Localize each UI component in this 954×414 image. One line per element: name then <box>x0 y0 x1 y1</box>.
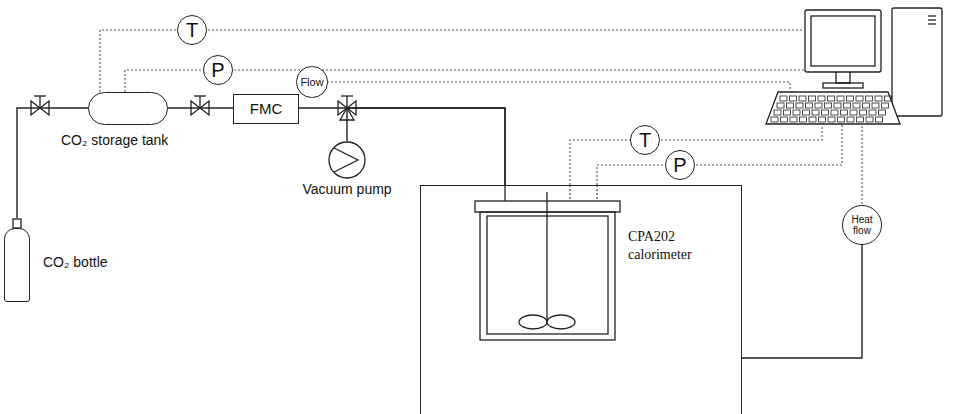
node-label: T <box>186 19 198 41</box>
keyboard-key <box>806 103 813 108</box>
keyboard-key <box>872 103 879 108</box>
keyboard-key <box>819 117 826 122</box>
keyboard-key <box>796 103 803 108</box>
keyboard-key <box>847 117 854 122</box>
signal-line <box>100 30 177 92</box>
keyboard-key <box>774 110 781 115</box>
node-label: Flow <box>300 76 323 88</box>
keyboard-key <box>828 117 835 122</box>
signal-line <box>597 165 665 185</box>
keyboard-key <box>885 96 892 101</box>
gas-pipe <box>742 245 862 358</box>
keyboard-key <box>844 103 851 108</box>
keyboard-key <box>856 96 863 101</box>
keyboard-key <box>790 96 797 101</box>
node-label: T <box>639 129 651 151</box>
sensor-wire <box>596 185 597 201</box>
node-label: Heat flow <box>847 214 877 236</box>
signal-wire <box>208 30 862 204</box>
gas-inlet-pipe <box>504 185 505 201</box>
node-label: P <box>673 154 686 176</box>
keyboard-key <box>777 103 784 108</box>
signal-line <box>570 140 630 185</box>
keyboard-key <box>831 110 838 115</box>
keyboard-key <box>784 110 791 115</box>
sensor-circle: T <box>177 15 207 45</box>
signal-line <box>125 70 203 92</box>
stirrer-blade <box>547 315 575 329</box>
keyboard-key <box>771 117 778 122</box>
keyboard-key <box>809 117 816 122</box>
keyboard-key <box>800 117 807 122</box>
node-label: FMC <box>250 101 283 118</box>
keyboard-key <box>863 103 870 108</box>
keyboard-key <box>875 96 882 101</box>
node-label: CO₂ bottle <box>43 255 108 270</box>
keyboard-key <box>876 117 883 122</box>
flow-controller-box: FMC <box>233 94 299 124</box>
sensor-circle: T <box>630 125 660 155</box>
stirrer-blade <box>519 315 547 329</box>
keyboard-key <box>818 96 825 101</box>
node-label: Vacuum pump <box>302 182 391 197</box>
keyboard-key <box>837 96 844 101</box>
sensor-circle: Heat flow <box>842 205 882 245</box>
sensor-circle: Flow <box>296 66 327 97</box>
gas-pipe <box>168 107 233 108</box>
sensor-circle: P <box>665 150 695 180</box>
keyboard-key <box>803 110 810 115</box>
keyboard-key <box>857 117 864 122</box>
valve-symbol <box>191 96 209 115</box>
keyboard-key <box>815 103 822 108</box>
keyboard-key <box>866 96 873 101</box>
stirrer-shaft <box>546 192 547 322</box>
node-label: CO₂ storage tank <box>61 133 168 148</box>
keyboard-key <box>841 110 848 115</box>
keyboard-key <box>822 110 829 115</box>
keyboard-key <box>790 117 797 122</box>
keyboard-key <box>787 103 794 108</box>
keyboard-key <box>781 117 788 122</box>
sensor-wire <box>569 185 570 201</box>
gas-pipe <box>347 108 505 185</box>
keyboard-key <box>812 110 819 115</box>
node-label: P <box>211 59 224 81</box>
keyboard-key <box>793 110 800 115</box>
keyboard-key <box>850 110 857 115</box>
keyboard-key <box>799 96 806 101</box>
keyboard-key <box>828 96 835 101</box>
keyboard-key <box>866 117 873 122</box>
keyboard-key <box>780 96 787 101</box>
calorimeter-housing: CPA202 calorimeter <box>420 185 742 414</box>
keyboard-key <box>853 103 860 108</box>
computer-illustration <box>766 8 942 124</box>
keyboard-key <box>860 110 867 115</box>
gas-pipe <box>299 108 505 185</box>
keyboard-key <box>879 110 886 115</box>
gas-pipe <box>17 108 88 218</box>
node-label: CPA202 calorimeter <box>628 228 733 263</box>
keyboard-key <box>825 103 832 108</box>
keyboard-key <box>834 103 841 108</box>
vacuum-pump: Vacuum pump <box>328 141 366 179</box>
keyboard-key <box>869 110 876 115</box>
keyboard-key <box>847 96 854 101</box>
sensor-circle: P <box>203 55 233 85</box>
bottle-neck <box>13 219 21 228</box>
keyboard-key <box>838 117 845 122</box>
pump-symbol <box>328 141 366 179</box>
keyboard-key <box>809 96 816 101</box>
keyboard-key <box>882 103 889 108</box>
valve-symbol <box>31 96 49 115</box>
storage-tank: CO₂ storage tank <box>88 92 168 125</box>
gas-bottle: CO₂ bottle <box>4 228 30 302</box>
